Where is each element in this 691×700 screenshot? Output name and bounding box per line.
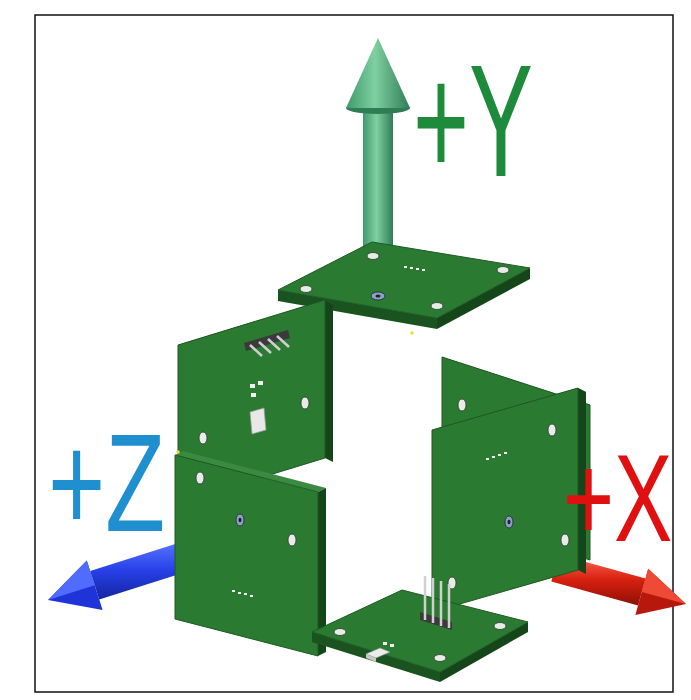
pad [422,269,425,271]
pad [238,592,241,594]
pin [277,336,289,347]
pin [448,584,451,628]
screw-pad [236,514,244,526]
pad [504,452,507,454]
arrow-cone [48,560,103,610]
screw-pad-hole [508,520,511,524]
arrow-cone-light [642,569,686,604]
mount-hole [301,397,309,409]
arrow-shaft [363,104,393,262]
pad [498,454,501,456]
sensor-chip-side [366,654,376,662]
smd-part [258,381,263,385]
pad [416,268,419,270]
pin [259,342,271,353]
smd-part [390,644,394,647]
screw-pad [505,516,513,528]
solder-dot [410,331,414,335]
mount-hole [300,286,312,293]
pad [250,595,253,597]
pad-row [232,590,253,597]
pin [250,345,262,356]
axis-label: +Z [48,413,165,553]
pad-row [404,266,425,271]
pin [440,581,443,626]
mount-hole [494,623,506,630]
pad [486,458,489,460]
pin [424,576,427,620]
arrow-cone-light [48,560,95,600]
screw-pad [371,292,385,300]
frame [35,15,673,692]
y-axis-arrow [346,38,410,262]
mount-hole [458,399,466,411]
board-face [432,388,578,612]
pad [244,593,247,595]
header-pins [425,576,449,628]
screw-pad-hole [239,518,242,522]
axis-label: +X [563,435,672,560]
pad [410,267,413,269]
pad [232,590,235,592]
pad [404,266,407,268]
pad [492,456,495,458]
mount-hole [367,253,379,260]
mount-hole [497,267,509,274]
smd-part [383,642,387,645]
axis-label: +Y [413,41,533,201]
header-pins [250,336,289,356]
sensor-chip [250,408,266,434]
screw-pad-hole [376,295,381,298]
mount-hole [199,432,207,444]
board-face [312,590,528,672]
board-face [175,455,318,656]
solder-dot [176,450,180,454]
bottom-board [312,576,528,682]
mount-hole [288,534,296,546]
mount-hole [548,424,556,436]
right-front-board [432,388,586,612]
arrow-cone [346,38,410,108]
arrow-cone [635,569,686,615]
board-edge [325,300,333,462]
mount-hole [196,472,204,484]
pin [268,339,280,350]
pad-row [486,452,507,460]
mount-hole [334,629,346,636]
mount-hole [434,655,446,662]
front-left-board [175,450,326,656]
mount-hole [431,303,443,310]
pin [432,578,435,623]
smd-part [250,384,255,388]
smd-part [251,393,256,397]
